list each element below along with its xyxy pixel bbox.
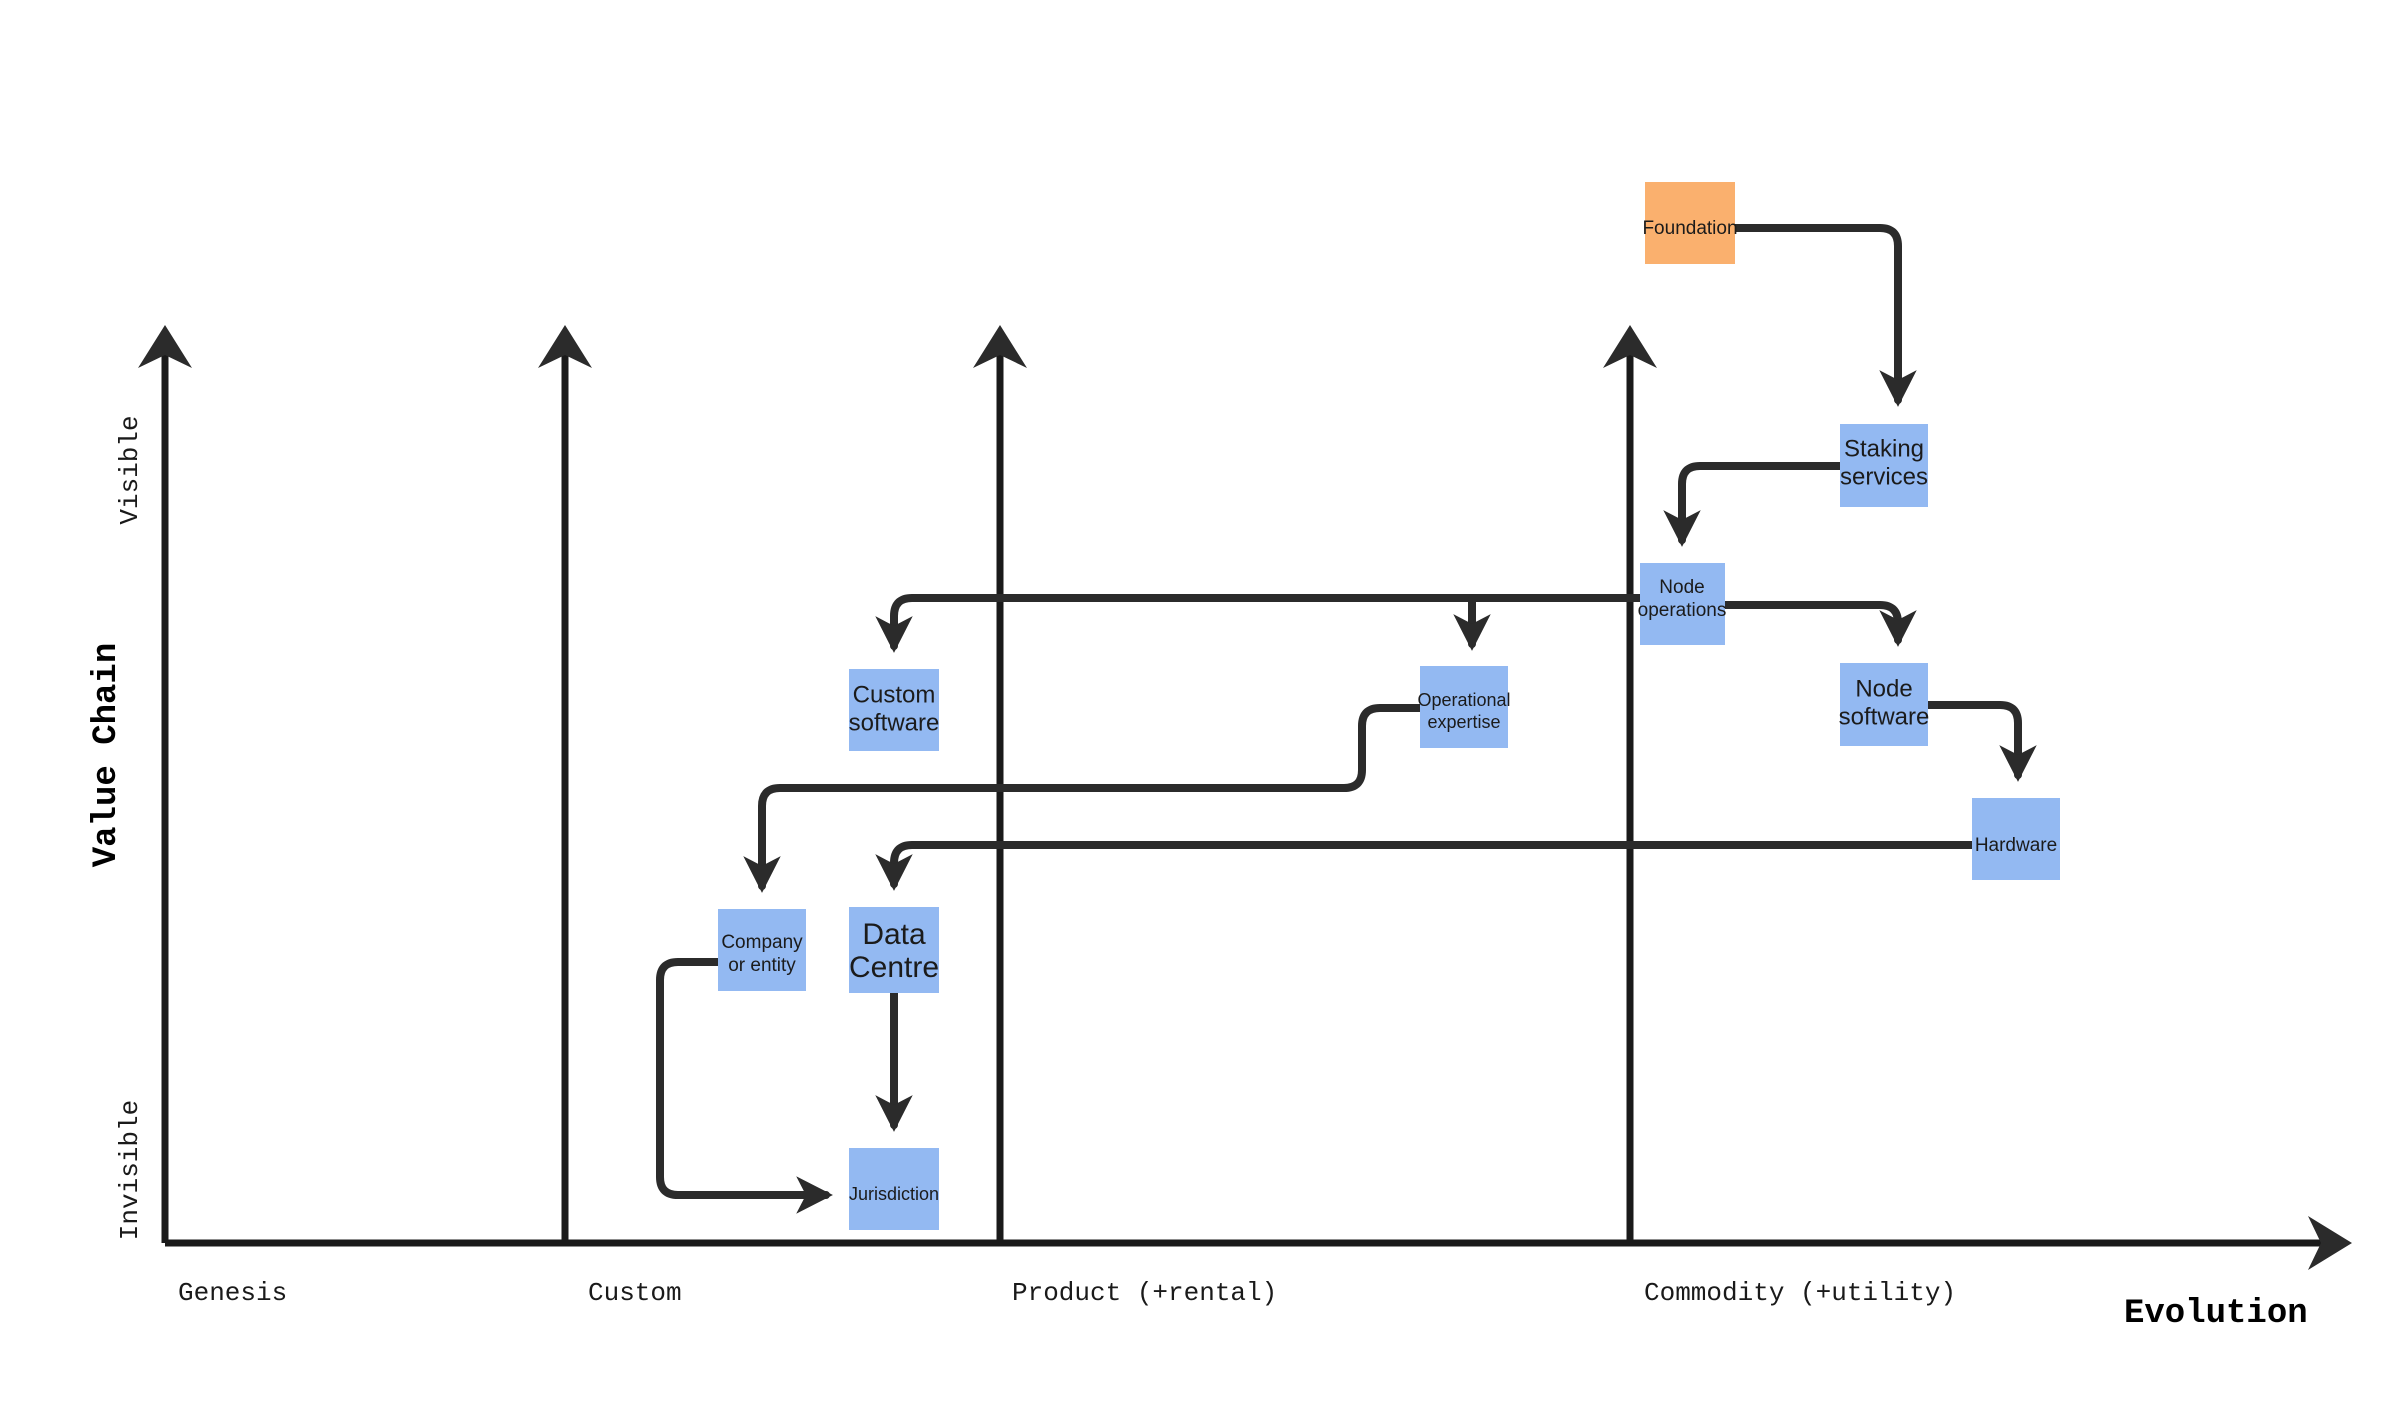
node-jurisdiction[interactable]: Jurisdiction	[849, 1148, 939, 1230]
node-foundation-label-line-1: Foundation	[1642, 218, 1737, 239]
edge-staking-to-node-operations	[1663, 462, 1844, 547]
node-node-software[interactable]: Node software	[1839, 663, 1930, 746]
node-jurisdiction-label-line-1: Jurisdiction	[849, 1184, 939, 1204]
node-staking-services-label-line-1: Staking	[1844, 435, 1924, 462]
divider-genesis-custom	[538, 325, 592, 1243]
node-node-software-label-line-2: software	[1839, 703, 1930, 730]
node-node-operations[interactable]: Node operations	[1638, 563, 1727, 645]
node-hardware-label-line-1: Hardware	[1975, 835, 2057, 856]
node-foundation[interactable]: Foundation	[1642, 182, 1738, 264]
divider-custom-product	[973, 325, 1027, 1243]
node-company-or-entity-label-line-1: Company	[721, 932, 803, 953]
edge-operational-expertise-to-company	[743, 704, 1424, 893]
x-tick-product: Product (+rental)	[1012, 1278, 1277, 1308]
node-operational-expertise[interactable]: Operational expertise	[1417, 666, 1511, 748]
edge-node-operations-to-node-software	[1721, 601, 1917, 647]
edge-node-software-to-hardware	[1924, 701, 2037, 782]
node-operational-expertise-label-line-2: expertise	[1427, 712, 1500, 732]
x-tick-custom: Custom	[588, 1278, 682, 1308]
node-node-operations-label-line-1: Node	[1659, 577, 1704, 598]
edge-node-operations-to-custom-software	[875, 594, 1644, 653]
node-custom-software-label-line-2: software	[849, 709, 940, 736]
x-tick-commodity: Commodity (+utility)	[1644, 1278, 1956, 1308]
node-data-centre-label-line-1: Data	[862, 918, 926, 951]
node-node-software-label-line-1: Node	[1855, 675, 1912, 702]
x-tick-genesis: Genesis	[178, 1278, 287, 1308]
y-axis-title: Value Chain	[88, 643, 126, 867]
y-axis-top-label: Visible	[115, 415, 145, 524]
y-axis	[138, 325, 192, 1243]
x-axis-title: Evolution	[2124, 1295, 2308, 1333]
edge-foundation-to-staking	[1731, 224, 1917, 407]
node-hardware[interactable]: Hardware	[1972, 798, 2060, 880]
x-axis	[165, 1216, 2352, 1270]
node-data-centre-label-line-2: Centre	[849, 951, 939, 984]
node-staking-services-label-line-2: services	[1840, 463, 1928, 490]
y-axis-bottom-label: Invisible	[115, 1100, 145, 1240]
node-company-or-entity-label-line-2: or entity	[728, 955, 796, 976]
edge-company-to-jurisdiction	[656, 958, 833, 1214]
node-node-operations-label-line-2: operations	[1638, 600, 1727, 621]
node-custom-software[interactable]: Custom software	[849, 669, 940, 751]
divider-product-commodity	[1603, 325, 1657, 1243]
node-operational-expertise-label-line-1: Operational	[1417, 690, 1510, 710]
edge-hardware-to-data-centre	[875, 841, 1976, 891]
node-data-centre[interactable]: Data Centre	[849, 907, 939, 993]
node-staking-services[interactable]: Staking services	[1840, 424, 1928, 507]
node-company-or-entity[interactable]: Company or entity	[718, 909, 806, 991]
node-custom-software-label-line-1: Custom	[853, 681, 936, 708]
